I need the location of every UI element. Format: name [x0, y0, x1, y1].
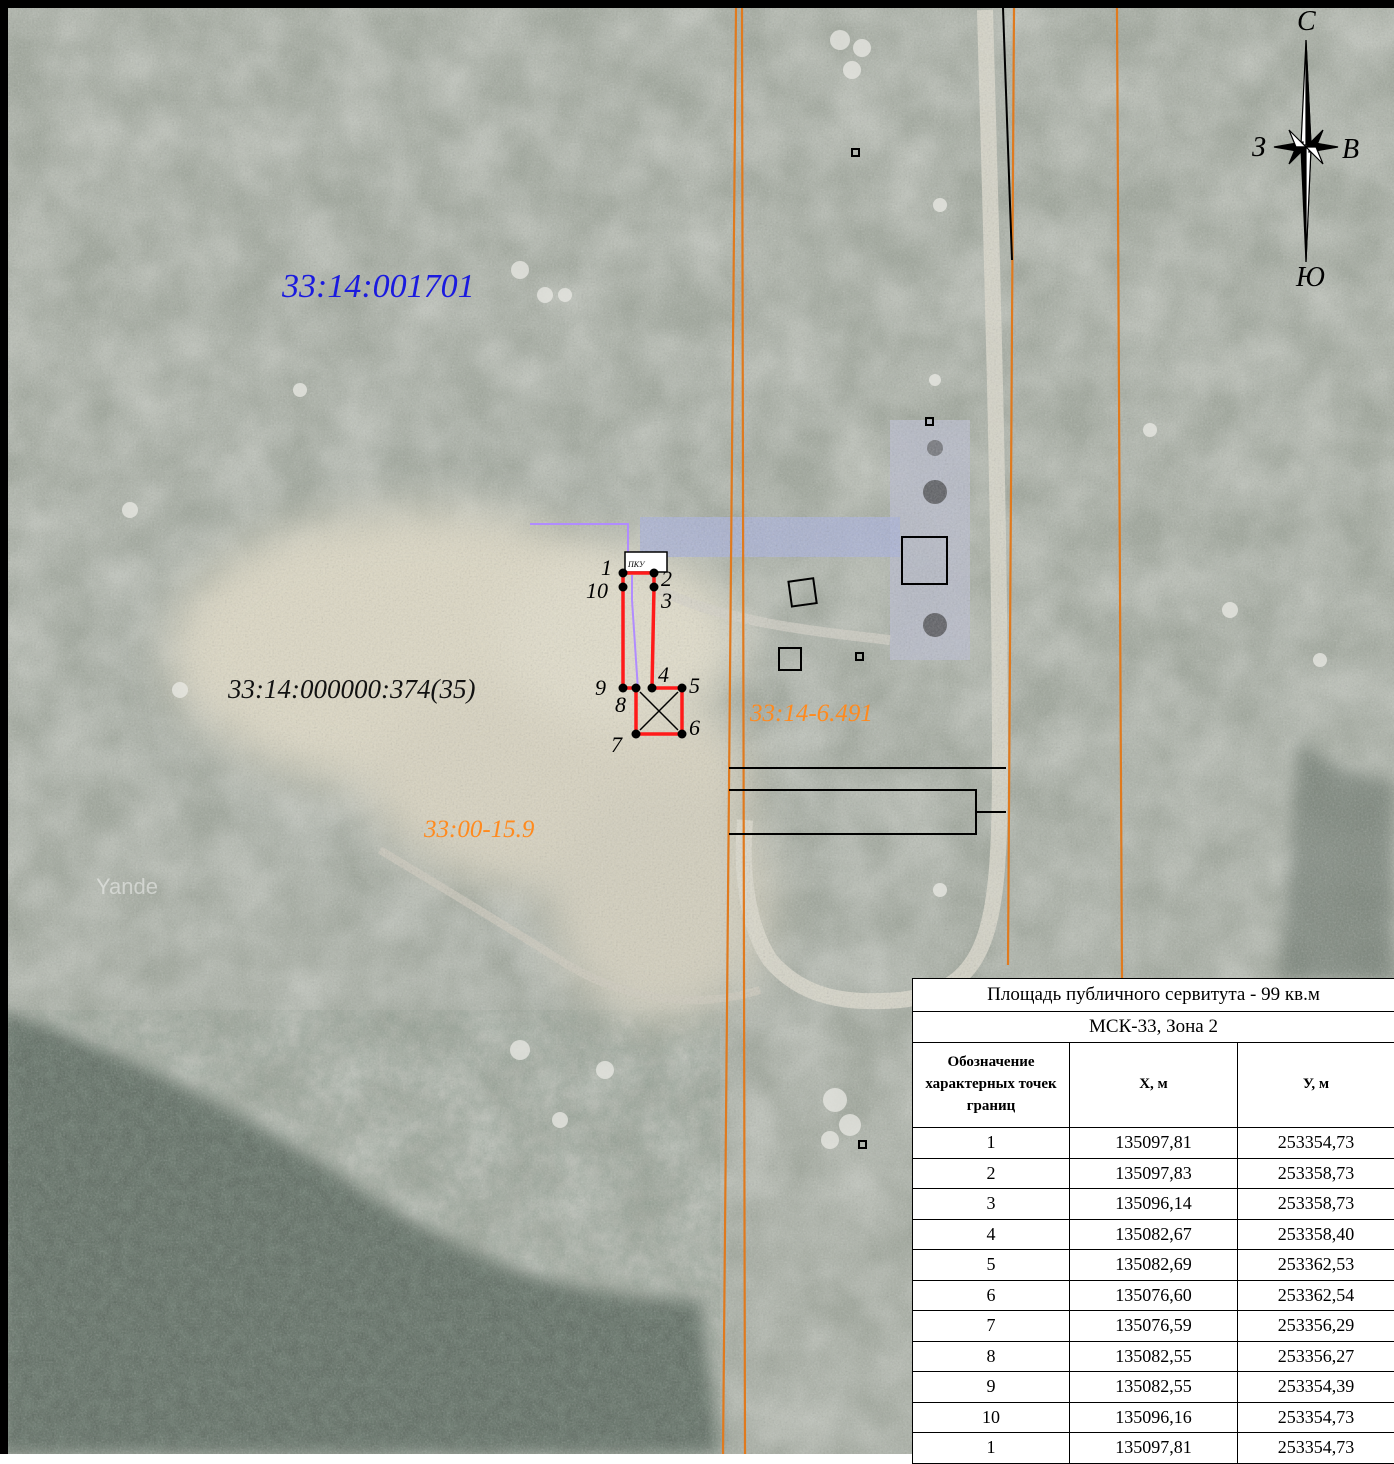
compass-west-label: З: [1252, 134, 1266, 162]
cell-point: 3: [913, 1189, 1070, 1220]
cell-x: 135076,59: [1070, 1311, 1238, 1342]
cell-y: 253354,73: [1238, 1433, 1394, 1464]
point-label-1: 1: [601, 557, 612, 579]
cell-point: 6: [913, 1280, 1070, 1311]
header-point: Обозначение характерных точек границ: [913, 1043, 1070, 1128]
point-label-3: 3: [661, 590, 672, 612]
cell-y: 253362,54: [1238, 1280, 1394, 1311]
cell-x: 135097,81: [1070, 1433, 1238, 1464]
cell-point: 10: [913, 1402, 1070, 1433]
zone-label-2: 33:00-15.9: [424, 816, 534, 844]
cell-point: 1: [913, 1433, 1070, 1464]
cell-x: 135076,60: [1070, 1280, 1238, 1311]
cell-x: 135082,55: [1070, 1341, 1238, 1372]
cell-point: 7: [913, 1311, 1070, 1342]
coordinates-table: Площадь публичного сервитута - 99 кв.м М…: [912, 978, 1394, 1464]
cell-point: 8: [913, 1341, 1070, 1372]
cell-point: 1: [913, 1128, 1070, 1159]
cell-y: 253354,73: [1238, 1402, 1394, 1433]
point-label-6: 6: [689, 717, 700, 739]
pku-label: ПКУ: [628, 560, 644, 569]
cell-y: 253358,40: [1238, 1219, 1394, 1250]
cell-x: 135097,81: [1070, 1128, 1238, 1159]
cell-x: 135097,83: [1070, 1158, 1238, 1189]
cell-y: 253362,53: [1238, 1250, 1394, 1281]
point-label-2: 2: [661, 568, 672, 590]
point-label-8: 8: [615, 694, 626, 716]
point-label-7: 7: [611, 734, 622, 756]
cell-y: 253356,29: [1238, 1311, 1394, 1342]
cell-y: 253358,73: [1238, 1158, 1394, 1189]
cell-point: 4: [913, 1219, 1070, 1250]
cell-x: 135082,69: [1070, 1250, 1238, 1281]
parcel-label: 33:14:000000:374(35): [228, 674, 475, 705]
frame-left: [0, 0, 8, 1454]
point-label-10: 10: [586, 580, 608, 602]
cell-y: 253354,39: [1238, 1372, 1394, 1403]
compass-north-label: С: [1297, 8, 1316, 36]
frame-top: [0, 0, 1394, 8]
cell-y: 253354,73: [1238, 1128, 1394, 1159]
cell-x: 135096,16: [1070, 1402, 1238, 1433]
cell-point: 9: [913, 1372, 1070, 1403]
coordinate-system-label: МСК-33, Зона 2: [913, 1012, 1394, 1043]
point-label-9: 9: [595, 677, 606, 699]
compass-south-label: Ю: [1296, 264, 1325, 292]
cell-y: 253356,27: [1238, 1341, 1394, 1372]
servitude-area-title: Площадь публичного сервитута - 99 кв.м: [913, 979, 1394, 1012]
cell-x: 135082,55: [1070, 1372, 1238, 1403]
watermark: Yande: [96, 874, 158, 900]
compass-east-label: В: [1342, 136, 1359, 164]
point-label-5: 5: [689, 675, 700, 697]
header-y: У, м: [1238, 1043, 1394, 1128]
point-label-4: 4: [658, 664, 669, 686]
cell-y: 253358,73: [1238, 1189, 1394, 1220]
cell-x: 135096,14: [1070, 1189, 1238, 1220]
cell-point: 5: [913, 1250, 1070, 1281]
zone-label-1: 33:14-6.491: [750, 700, 873, 728]
cell-point: 2: [913, 1158, 1070, 1189]
header-x: X, м: [1070, 1043, 1238, 1128]
cell-x: 135082,67: [1070, 1219, 1238, 1250]
quarter-label: 33:14:001701: [282, 268, 475, 306]
